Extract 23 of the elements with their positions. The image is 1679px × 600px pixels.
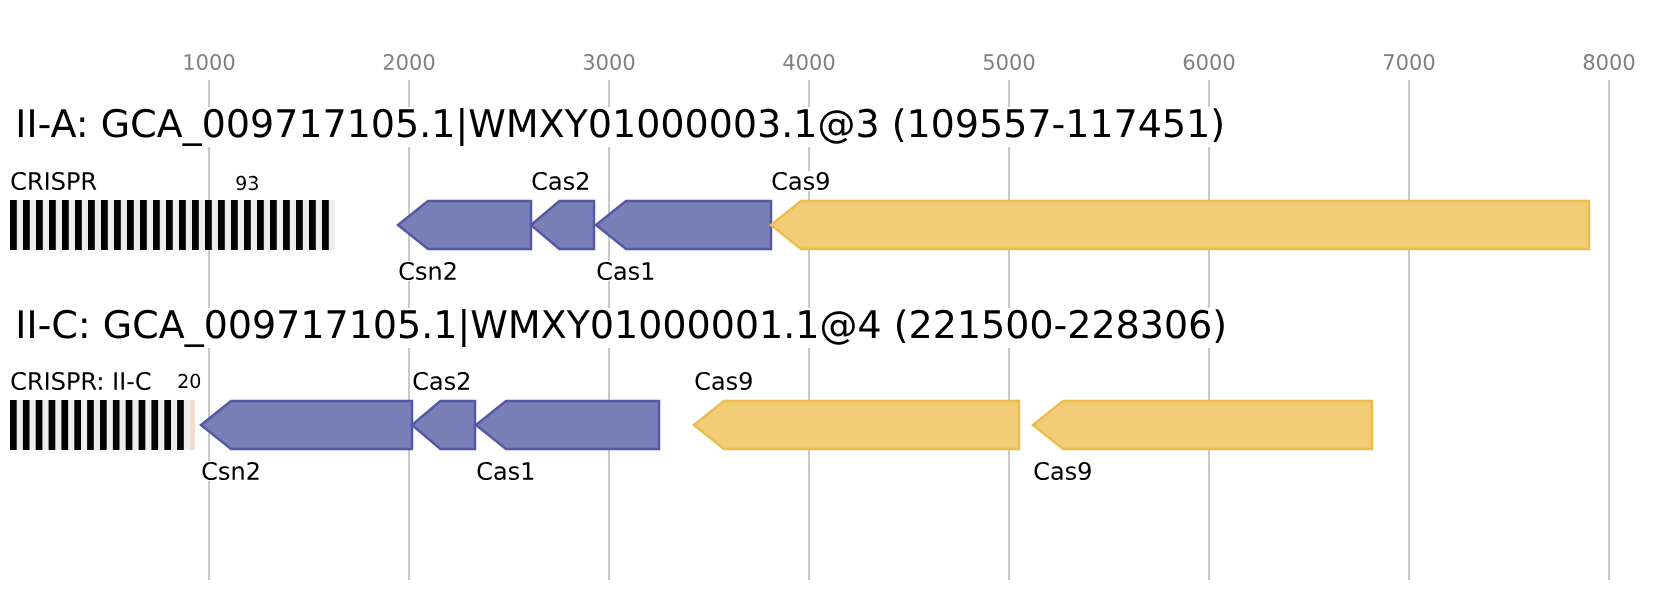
tick-label: 2000	[383, 54, 435, 70]
tick-label: 5000	[983, 54, 1035, 70]
gene-label: Cas9	[1032, 460, 1094, 482]
gene-label: Cas9	[693, 370, 755, 392]
row-title: II-A: GCA_009717105.1|WMXY01000003.1@3 (109557-117451)	[14, 107, 1227, 147]
gene-label: Csn2	[200, 460, 262, 482]
gene-label: CRISPR	[9, 170, 99, 192]
gene-label: Cas1	[475, 460, 537, 482]
gene-label: Cas9	[770, 170, 832, 192]
gene-label: Cas2	[411, 370, 473, 392]
spacer-count: 93	[234, 174, 261, 192]
tick-label: 1000	[184, 54, 235, 70]
tick-label: 7000	[1384, 54, 1435, 70]
gene-label: Cas2	[530, 170, 592, 192]
tick-label: 4000	[783, 54, 835, 70]
tick-label: 6000	[1183, 54, 1235, 70]
tick-label: 3000	[583, 54, 635, 70]
gene-label: Cas1	[595, 260, 657, 282]
gene-label: Csn2	[397, 260, 459, 282]
tick-label: 8000	[1583, 54, 1635, 70]
row-title: II-C: GCA_009717105.1|WMXY01000001.1@4 (221500-228306)	[14, 308, 1229, 348]
gene-label: CRISPR: II-C	[9, 370, 153, 392]
spacer-count: 20	[176, 372, 203, 390]
